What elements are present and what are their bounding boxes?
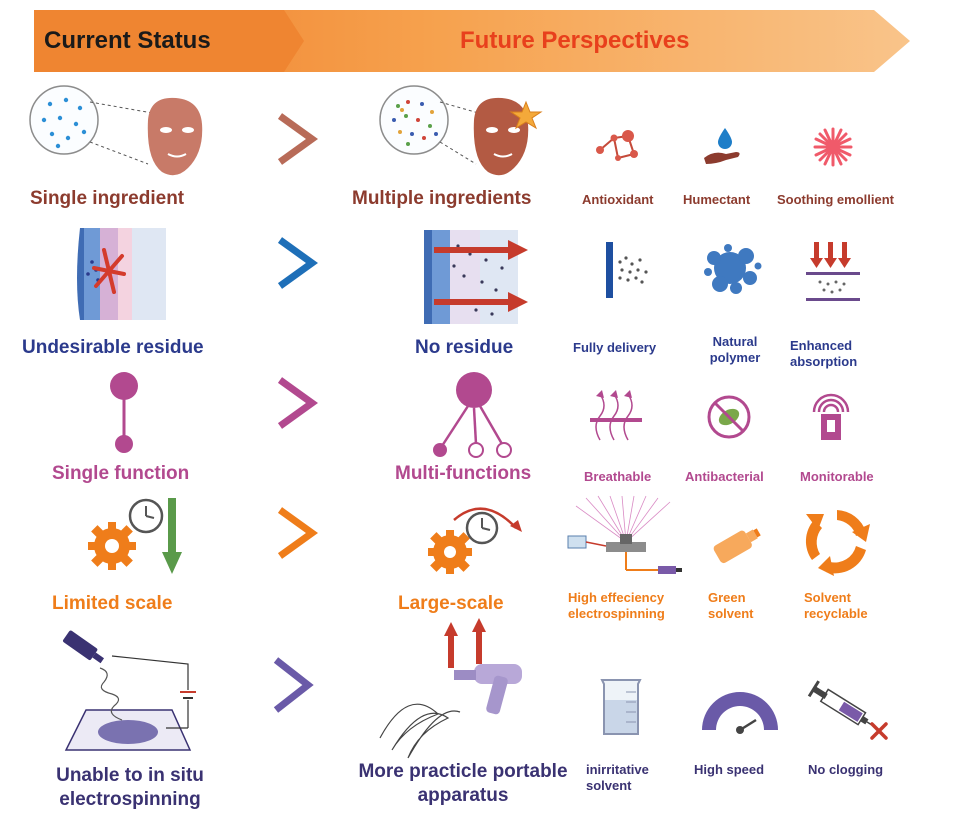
solvent-recyclable-text: Solvent recyclable — [804, 590, 868, 621]
solvent-bottle-icon — [713, 528, 761, 564]
chevron-right-icon — [277, 507, 318, 559]
row1-feature-humectant: Humectant — [683, 192, 751, 207]
row3-current-label: Single function — [52, 463, 190, 484]
row5-current-label: Unable to in situ electrospinning — [20, 764, 240, 812]
row5-feature-no-clogging: No clogging — [808, 762, 884, 777]
current-status-heading: Current Status — [44, 27, 211, 54]
row2-current-label: Undesirable residue — [22, 337, 204, 358]
inirritative-text: inirritative solvent — [586, 762, 649, 793]
speed-gauge-icon — [702, 692, 778, 734]
water-drop-hand-icon — [704, 128, 740, 164]
skin-penetration-icon — [424, 230, 528, 324]
single-node-icon — [110, 372, 138, 453]
row4-feature-green-solvent: Green solvent — [708, 590, 768, 622]
row3-feature-monitorable: Monitorable — [800, 469, 874, 484]
row5-feature-high-speed: High speed — [694, 762, 765, 777]
in-situ-spinner-icon — [63, 630, 196, 751]
chevron-right-icon — [277, 113, 318, 165]
row3-feature-breathable: Breathable — [584, 469, 652, 484]
row5-current-text: Unable to in situ electrospinning — [56, 765, 204, 810]
star-face-mask-icon — [379, 85, 543, 176]
header-banner — [34, 10, 910, 72]
electrospinning-setup-icon — [567, 495, 682, 574]
row4-future-label: Large-scale — [398, 593, 504, 614]
row2-feature-enhanced-absorption: Enhanced absorption — [790, 338, 882, 370]
face-mask-icon — [29, 85, 203, 176]
molecule-icon — [596, 130, 638, 161]
clogged-syringe-icon — [807, 680, 888, 740]
multi-node-icon — [433, 372, 512, 458]
row1-feature-antioxidant: Antioxidant — [582, 192, 654, 207]
beaker-icon — [600, 679, 642, 735]
row2-future-label: No residue — [415, 337, 514, 358]
row3-feature-antibacterial: Antibacterial — [685, 469, 764, 484]
row2-feature-natural-polymer: Natural polymer — [700, 334, 770, 366]
green-solvent-text: Green solvent — [708, 590, 754, 621]
row5-future-text: More practicle portable apparatus — [358, 761, 568, 806]
wireless-monitor-icon — [812, 393, 850, 440]
enhanced-absorption-text: Enhanced absorption — [790, 338, 858, 369]
row1-current-label: Single ingredient — [30, 188, 185, 209]
row4-feature-solvent-recyclable: Solvent recyclable — [804, 590, 894, 622]
row1-future-label: Multiple ingredients — [352, 188, 532, 209]
polymer-blob-icon — [704, 244, 762, 294]
spray-particles-icon — [606, 242, 648, 298]
no-bacteria-icon — [707, 395, 751, 439]
row4-feature-high-efficiency: High effeciency electrospinning — [568, 590, 688, 622]
absorption-arrows-icon — [806, 242, 860, 301]
row4-current-label: Limited scale — [52, 593, 173, 614]
row5-feature-inirritative: inirritative solvent — [586, 762, 676, 794]
gear-clock-up-icon — [428, 507, 522, 574]
row3-future-label: Multi-functions — [395, 463, 532, 484]
starburst-icon — [813, 127, 853, 167]
gear-clock-down-icon — [88, 498, 182, 574]
recycle-arrows-icon — [805, 510, 870, 576]
chevron-right-icon — [277, 237, 318, 289]
future-perspectives-heading: Future Perspectives — [460, 27, 690, 54]
row1-feature-soothing: Soothing emollient — [777, 192, 894, 207]
skin-residue-icon — [77, 228, 166, 320]
breathable-mesh-icon — [590, 390, 642, 441]
row2-feature-fully-delivery: Fully delivery — [573, 340, 657, 355]
natural-polymer-text: Natural polymer — [709, 334, 761, 365]
chevron-right-icon — [277, 377, 318, 429]
chevron-right-icon — [273, 657, 314, 713]
handheld-spinner-icon — [379, 618, 522, 759]
row5-future-label: More practicle portable apparatus — [350, 760, 576, 808]
high-efficiency-text: High effeciency electrospinning — [568, 590, 665, 621]
